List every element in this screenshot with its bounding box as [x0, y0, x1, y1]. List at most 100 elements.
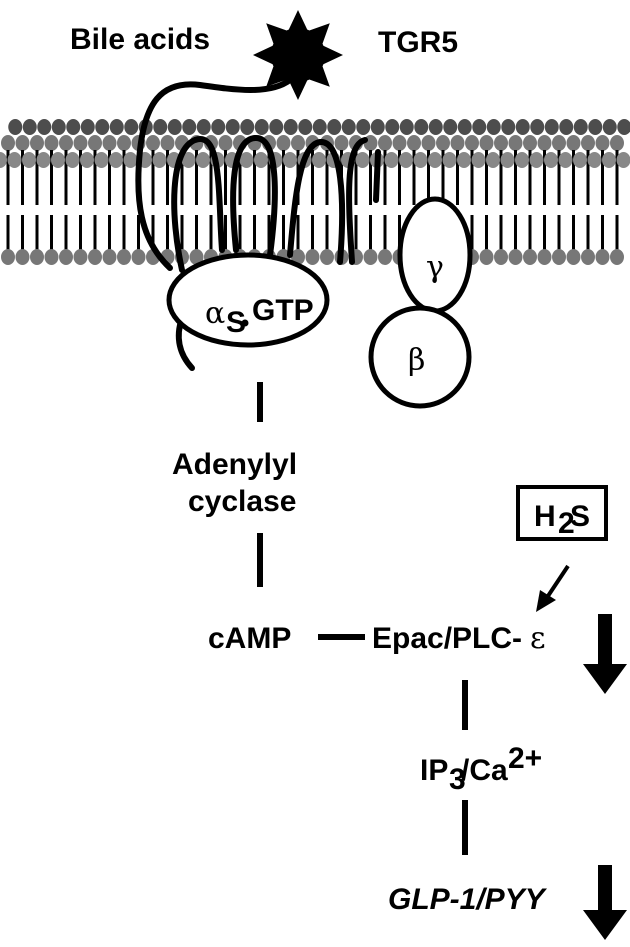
lipid-head: [8, 119, 23, 135]
lipid-head: [399, 152, 413, 168]
lipid-head: [327, 119, 342, 135]
lipid-head: [515, 119, 530, 135]
cyclase-label: cyclase: [188, 485, 296, 518]
lipid-head: [500, 152, 515, 168]
lipid-head: [283, 152, 297, 168]
lipid-head: [312, 119, 327, 135]
lipid-head: [428, 119, 443, 135]
lipid-head: [559, 119, 574, 135]
bile-acid-ligand-icon: [253, 10, 343, 100]
glp1-pyy-label: GLP-1/PYY: [388, 883, 548, 916]
ip3-ca: /Ca: [461, 754, 508, 787]
lipid-head: [508, 249, 523, 265]
lipid-head: [254, 152, 268, 168]
lipid-head: [610, 135, 624, 151]
lipid-head: [537, 135, 552, 151]
lipid-head: [537, 249, 552, 265]
h2s-h: H: [534, 500, 556, 533]
lipid-head: [573, 119, 588, 135]
lipid-head: [486, 152, 500, 168]
lipid-head: [146, 135, 160, 151]
lipid-head: [617, 119, 630, 135]
lipid-head: [65, 152, 80, 168]
lipid-head: [370, 119, 385, 135]
lipid-head: [240, 119, 255, 135]
lipid-head: [196, 119, 211, 135]
lipid-head: [30, 135, 44, 151]
lipid-head: [291, 135, 305, 151]
lipid-head: [30, 249, 44, 265]
bile-acids-label: Bile acids: [70, 23, 210, 56]
lipid-head: [88, 249, 102, 265]
lipid-head: [378, 135, 392, 151]
lipid-head: [51, 119, 66, 135]
lipid-head: [44, 249, 59, 265]
lipid-head: [320, 249, 334, 265]
lipid-head: [384, 152, 399, 168]
beta-symbol: β: [408, 343, 425, 378]
lipid-head: [566, 135, 581, 151]
lipid-head: [312, 152, 326, 168]
g-beta-subunit: [368, 305, 472, 409]
lipid-head: [124, 119, 139, 135]
lipid-head: [152, 152, 167, 168]
gamma-symbol: γ: [426, 250, 444, 285]
lipid-head: [80, 152, 94, 168]
lipid-head: [218, 135, 233, 151]
lipid-head: [479, 135, 494, 151]
lipid-head: [167, 119, 182, 135]
lipid-head: [211, 119, 226, 135]
lipid-head: [414, 119, 429, 135]
lipid-head: [189, 249, 204, 265]
lipid-head: [88, 135, 102, 151]
lipid-head: [15, 249, 30, 265]
lipid-head: [51, 152, 65, 168]
lipid-head: [117, 249, 131, 265]
tgr5-label: TGR5: [378, 26, 458, 59]
lipid-head: [305, 249, 320, 265]
lipid-head: [7, 152, 22, 168]
lipid-head: [428, 152, 442, 168]
lipid-head: [457, 119, 472, 135]
lipid-head: [378, 249, 392, 265]
alpha-subscript: S: [226, 306, 246, 339]
lipid-head: [602, 152, 616, 168]
lipid-head: [22, 152, 36, 168]
lipid-head: [363, 249, 378, 265]
ip3-ip: IP: [420, 754, 448, 787]
lipid-head: [109, 119, 124, 135]
h2s-subscript: 2: [558, 507, 575, 540]
lipid-head: [95, 119, 110, 135]
ca-superscript: 2+: [508, 742, 542, 775]
lipid-head: [102, 135, 117, 151]
lipid-head: [269, 119, 284, 135]
lipid-head: [182, 119, 197, 135]
lipid-head: [1, 249, 15, 265]
lipid-head: [587, 152, 602, 168]
lipid-head: [508, 135, 523, 151]
lipid-head: [123, 152, 138, 168]
lipid-head: [59, 249, 73, 265]
lipid-head: [66, 119, 81, 135]
lipid-head: [37, 119, 52, 135]
lipid-head: [334, 135, 349, 151]
lipid-head: [239, 152, 254, 168]
lipid-head: [552, 135, 566, 151]
lipid-head: [385, 119, 400, 135]
lipid-head: [465, 135, 479, 151]
lipid-head: [523, 249, 537, 265]
lipid-head: [588, 119, 603, 135]
lipid-head: [298, 119, 313, 135]
lipid-head: [254, 119, 269, 135]
lipid-head: [413, 152, 428, 168]
lipid-head: [544, 152, 558, 168]
lipid-head: [581, 249, 595, 265]
lipid-head: [73, 249, 88, 265]
lipid-head: [73, 135, 88, 151]
lipid-head: [523, 135, 537, 151]
lipid-head: [602, 119, 617, 135]
lipid-head: [36, 152, 51, 168]
lipid-head: [450, 135, 465, 151]
h2s-box: [516, 485, 608, 541]
